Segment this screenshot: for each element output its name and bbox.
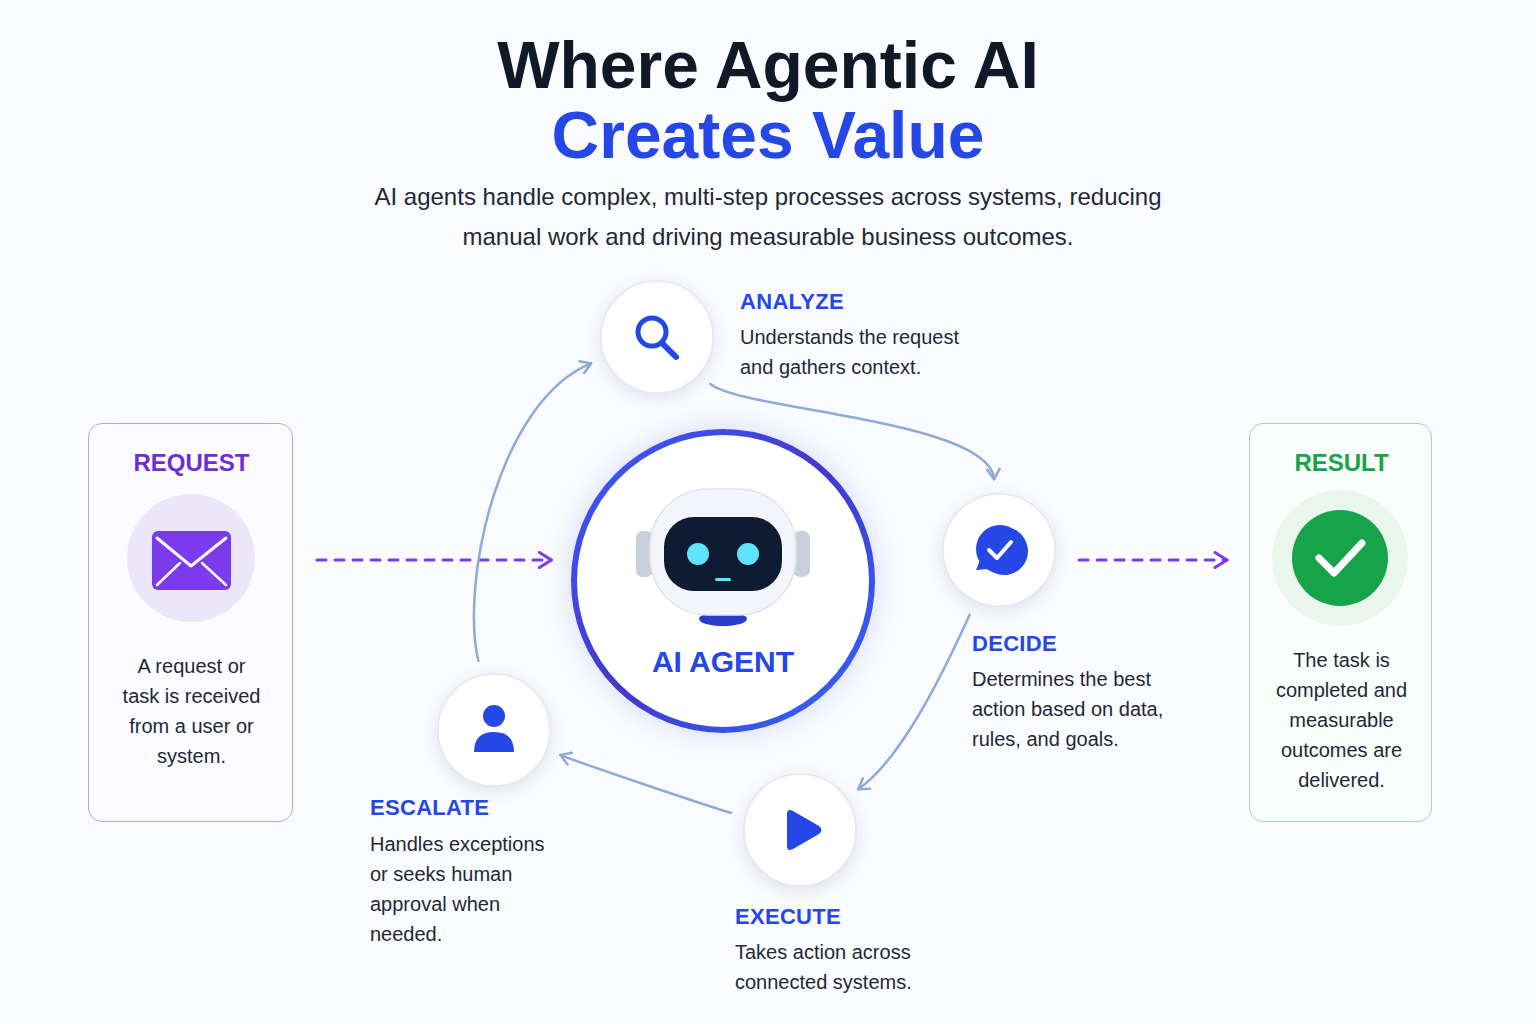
step-circle: ANALYZEUnderstands the request and gathe… bbox=[600, 280, 714, 394]
envelope-fold bbox=[157, 563, 180, 585]
robot-ear bbox=[793, 531, 810, 577]
circle-fill bbox=[438, 674, 550, 786]
step-heading: EXECUTE bbox=[735, 904, 935, 930]
envelope-icon bbox=[127, 494, 255, 622]
robot-neck bbox=[699, 612, 747, 626]
robot-illustration bbox=[636, 489, 810, 626]
robot-head bbox=[650, 489, 796, 615]
circle-outline bbox=[600, 280, 714, 394]
circle-outline bbox=[437, 673, 551, 787]
card-body: The task is completed and measurable out… bbox=[1272, 645, 1412, 795]
check-circle bbox=[1292, 510, 1388, 606]
step-circle: ESCALATEHandles exceptions or seeks huma… bbox=[437, 673, 551, 787]
card-body: A request or task is received from a use… bbox=[119, 651, 264, 771]
person-body bbox=[474, 732, 514, 752]
cycle-arrow bbox=[710, 384, 994, 479]
agent-circle: AI AGENT bbox=[570, 428, 876, 734]
dashed-flow-arrow bbox=[1079, 559, 1227, 562]
circle-fill bbox=[943, 494, 1055, 606]
result-card: RESULT The task is completed and measurab… bbox=[1249, 423, 1432, 822]
robot-ear bbox=[636, 531, 653, 577]
step-circle: EXECUTETakes action across connected sys… bbox=[743, 773, 857, 887]
request-card: REQUEST A request or task is received fro… bbox=[88, 423, 293, 822]
icon-backdrop bbox=[1272, 490, 1408, 626]
step-description: Determines the best action based on data… bbox=[972, 664, 1187, 754]
card-heading: REQUEST bbox=[89, 448, 294, 478]
badge-shape bbox=[976, 527, 1028, 575]
play-triangle bbox=[787, 810, 822, 850]
robot-face bbox=[664, 517, 782, 591]
play-icon bbox=[787, 810, 822, 850]
cycle-arrow bbox=[560, 755, 731, 813]
step-circle: DECIDEDetermines the best action based o… bbox=[942, 493, 1056, 607]
diagram-title: Where Agentic AI Creates Value bbox=[448, 30, 1088, 170]
card-heading: RESULT bbox=[1250, 448, 1433, 478]
envelope-body bbox=[152, 531, 231, 590]
magnifier-icon bbox=[638, 318, 676, 357]
ring-circle bbox=[574, 432, 872, 730]
robot-mouth bbox=[715, 578, 731, 581]
ring-outline bbox=[570, 428, 876, 734]
step-heading: ANALYZE bbox=[740, 289, 960, 315]
robot-eye bbox=[737, 543, 759, 565]
step-description: Handles exceptions or seeks human approv… bbox=[370, 829, 555, 949]
circle-outline bbox=[743, 773, 857, 887]
circle-fill bbox=[601, 281, 713, 393]
badge-circle bbox=[976, 525, 1024, 573]
circle-outline bbox=[942, 493, 1056, 607]
cycle-arrow bbox=[474, 363, 591, 660]
person-icon bbox=[474, 705, 514, 752]
envelope-fold bbox=[202, 563, 226, 585]
person-head bbox=[483, 705, 505, 727]
badge-check bbox=[989, 542, 1011, 558]
robot-eye bbox=[687, 543, 709, 565]
magnifier-lens bbox=[638, 318, 666, 346]
step-description: Takes action across connected systems. bbox=[735, 937, 935, 997]
step-description: Understands the request and gathers cont… bbox=[740, 322, 990, 382]
check-icon bbox=[1272, 490, 1408, 626]
envelope-flap bbox=[157, 538, 226, 566]
cycle-arrow bbox=[858, 615, 970, 790]
circle-fill bbox=[744, 774, 856, 886]
dashed-flow-arrow bbox=[317, 559, 551, 562]
check-mark bbox=[1319, 543, 1362, 573]
icon-backdrop bbox=[127, 494, 255, 622]
agent-label: AI AGENT bbox=[570, 644, 876, 680]
step-heading: ESCALATE bbox=[370, 795, 570, 821]
step-heading: DECIDE bbox=[972, 631, 1172, 657]
subtitle-text: AI agents handle complex, multi-step pro… bbox=[353, 177, 1183, 257]
decision-badge-icon bbox=[976, 525, 1028, 575]
magnifier-handle bbox=[662, 343, 676, 357]
